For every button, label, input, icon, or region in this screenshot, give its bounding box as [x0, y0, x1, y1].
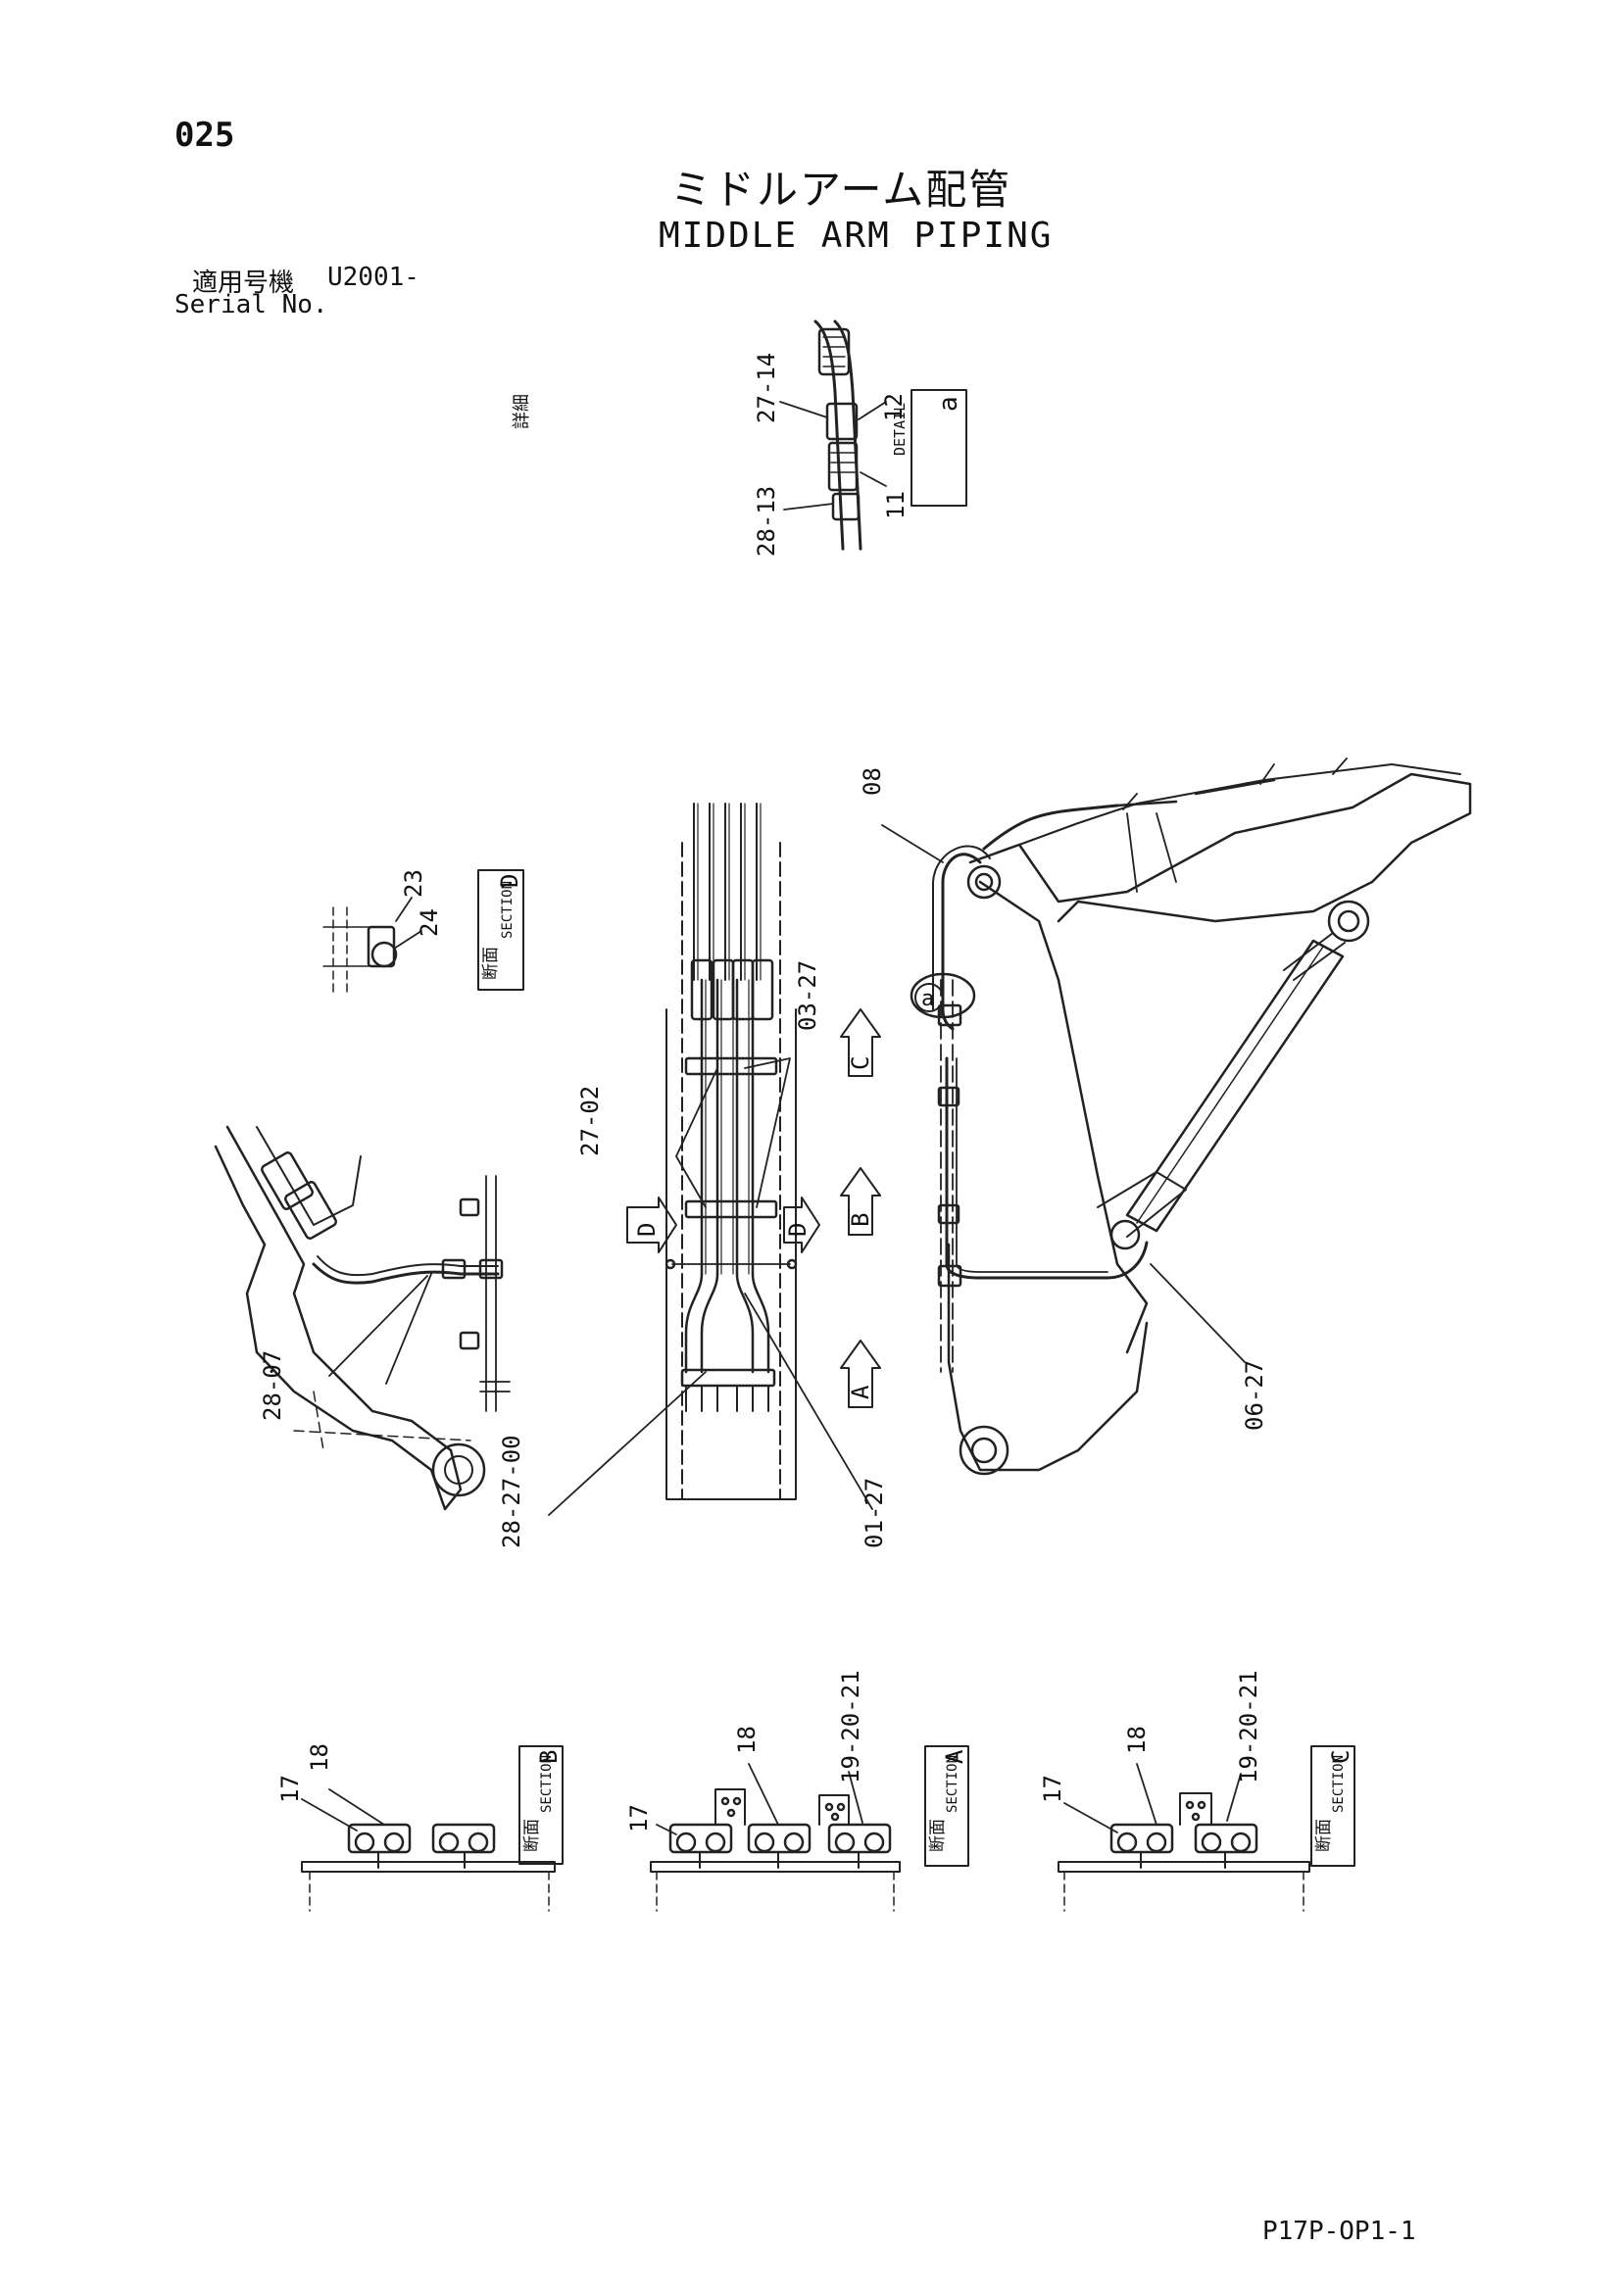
- section-d-en-label: SECTION: [500, 881, 516, 939]
- section-a-letter: A: [941, 1749, 968, 1764]
- callout-28-07: 28-07: [259, 1350, 286, 1421]
- callout-08: 08: [859, 767, 886, 796]
- section-d-letter: D: [496, 874, 523, 888]
- callout-24: 24: [416, 908, 443, 937]
- arrow-d-right: D: [783, 1197, 820, 1253]
- serial-value: U2001-: [327, 263, 419, 292]
- callout-28-27-00: 28-27-00: [498, 1435, 525, 1548]
- arrow-b: B: [840, 1167, 881, 1236]
- callout-12: 12: [880, 393, 908, 421]
- arrow-a-letter: A: [847, 1385, 874, 1399]
- section-d-jp-label: 断面: [481, 947, 501, 980]
- callout-secb-17: 17: [276, 1775, 304, 1803]
- detail-a-view: 詳細 DETAIL a 27-14 12 11 28-13: [512, 319, 967, 557]
- callout-seca-17: 17: [625, 1804, 653, 1832]
- page-number: 025: [174, 116, 235, 155]
- callout-11: 11: [882, 491, 910, 519]
- serial-label-en: Serial No.: [174, 290, 328, 319]
- arrow-a: A: [840, 1340, 881, 1408]
- callout-06-27: 06-27: [1241, 1360, 1268, 1431]
- section-c-letter: C: [1327, 1750, 1354, 1764]
- section-c-view: 17 18 19-20-21 断面 SECTION C: [1039, 1670, 1355, 1912]
- drawing-code: P17P-OP1-1: [1262, 2217, 1416, 2246]
- arrow-d-right-letter: D: [784, 1223, 812, 1237]
- section-b-en-label: SECTION: [539, 1755, 555, 1813]
- detail-a-letter: a: [934, 396, 963, 412]
- callout-seca-18: 18: [733, 1726, 761, 1754]
- callout-28-13: 28-13: [753, 486, 780, 557]
- center-fitting-row: [690, 958, 774, 1021]
- section-d-view: 23 24 断面 SECTION D: [322, 869, 524, 997]
- section-b-view: 17 18 断面 SECTION B: [276, 1743, 564, 1912]
- center-plan-view: 03-27 27-02 28-27-00 01-27: [498, 803, 888, 1548]
- callout-secc-17: 17: [1039, 1775, 1066, 1803]
- detail-a-jp-label: 詳細: [512, 394, 532, 429]
- arrow-b-letter: B: [847, 1213, 874, 1227]
- section-a-en-label: SECTION: [945, 1755, 960, 1813]
- arrow-c-letter: C: [847, 1056, 874, 1070]
- callout-seca-19-20-21: 19-20-21: [837, 1670, 864, 1783]
- callout-secc-19-20-21: 19-20-21: [1235, 1670, 1262, 1783]
- serial-label-jp: 適用号機: [192, 269, 295, 298]
- callout-secc-18: 18: [1123, 1726, 1151, 1754]
- section-a-view: 17 18 19-20-21 断面 SECTION A: [625, 1670, 969, 1912]
- section-b-letter: B: [535, 1750, 563, 1764]
- callout-23: 23: [400, 869, 427, 898]
- arrow-d-left: D: [626, 1197, 677, 1253]
- section-c-jp-label: 断面: [1314, 1819, 1334, 1852]
- callout-27-14: 27-14: [753, 353, 780, 423]
- right-arm-view: a 08 06-27: [859, 757, 1472, 1476]
- section-a-jp-label: 断面: [928, 1819, 948, 1852]
- callout-27-02: 27-02: [576, 1086, 604, 1156]
- page-title-jp: ミドルアーム配管: [670, 166, 1012, 214]
- section-c-en-label: SECTION: [1331, 1755, 1347, 1813]
- arrow-c: C: [840, 1008, 881, 1077]
- left-arm-view: 28-07: [214, 1125, 511, 1511]
- callout-01-27: 01-27: [861, 1478, 888, 1548]
- section-b-jp-label: 断面: [522, 1819, 542, 1852]
- detail-a-en-label: DETAIL: [891, 403, 909, 456]
- page-title-en: MIDDLE ARM PIPING: [659, 216, 1054, 256]
- callout-secb-18: 18: [306, 1743, 333, 1772]
- callout-03-27: 03-27: [794, 960, 821, 1031]
- section-arrows: C B A D D: [626, 1008, 881, 1408]
- arrow-d-left-letter: D: [633, 1223, 661, 1237]
- circle-a-letter: a: [921, 987, 934, 1011]
